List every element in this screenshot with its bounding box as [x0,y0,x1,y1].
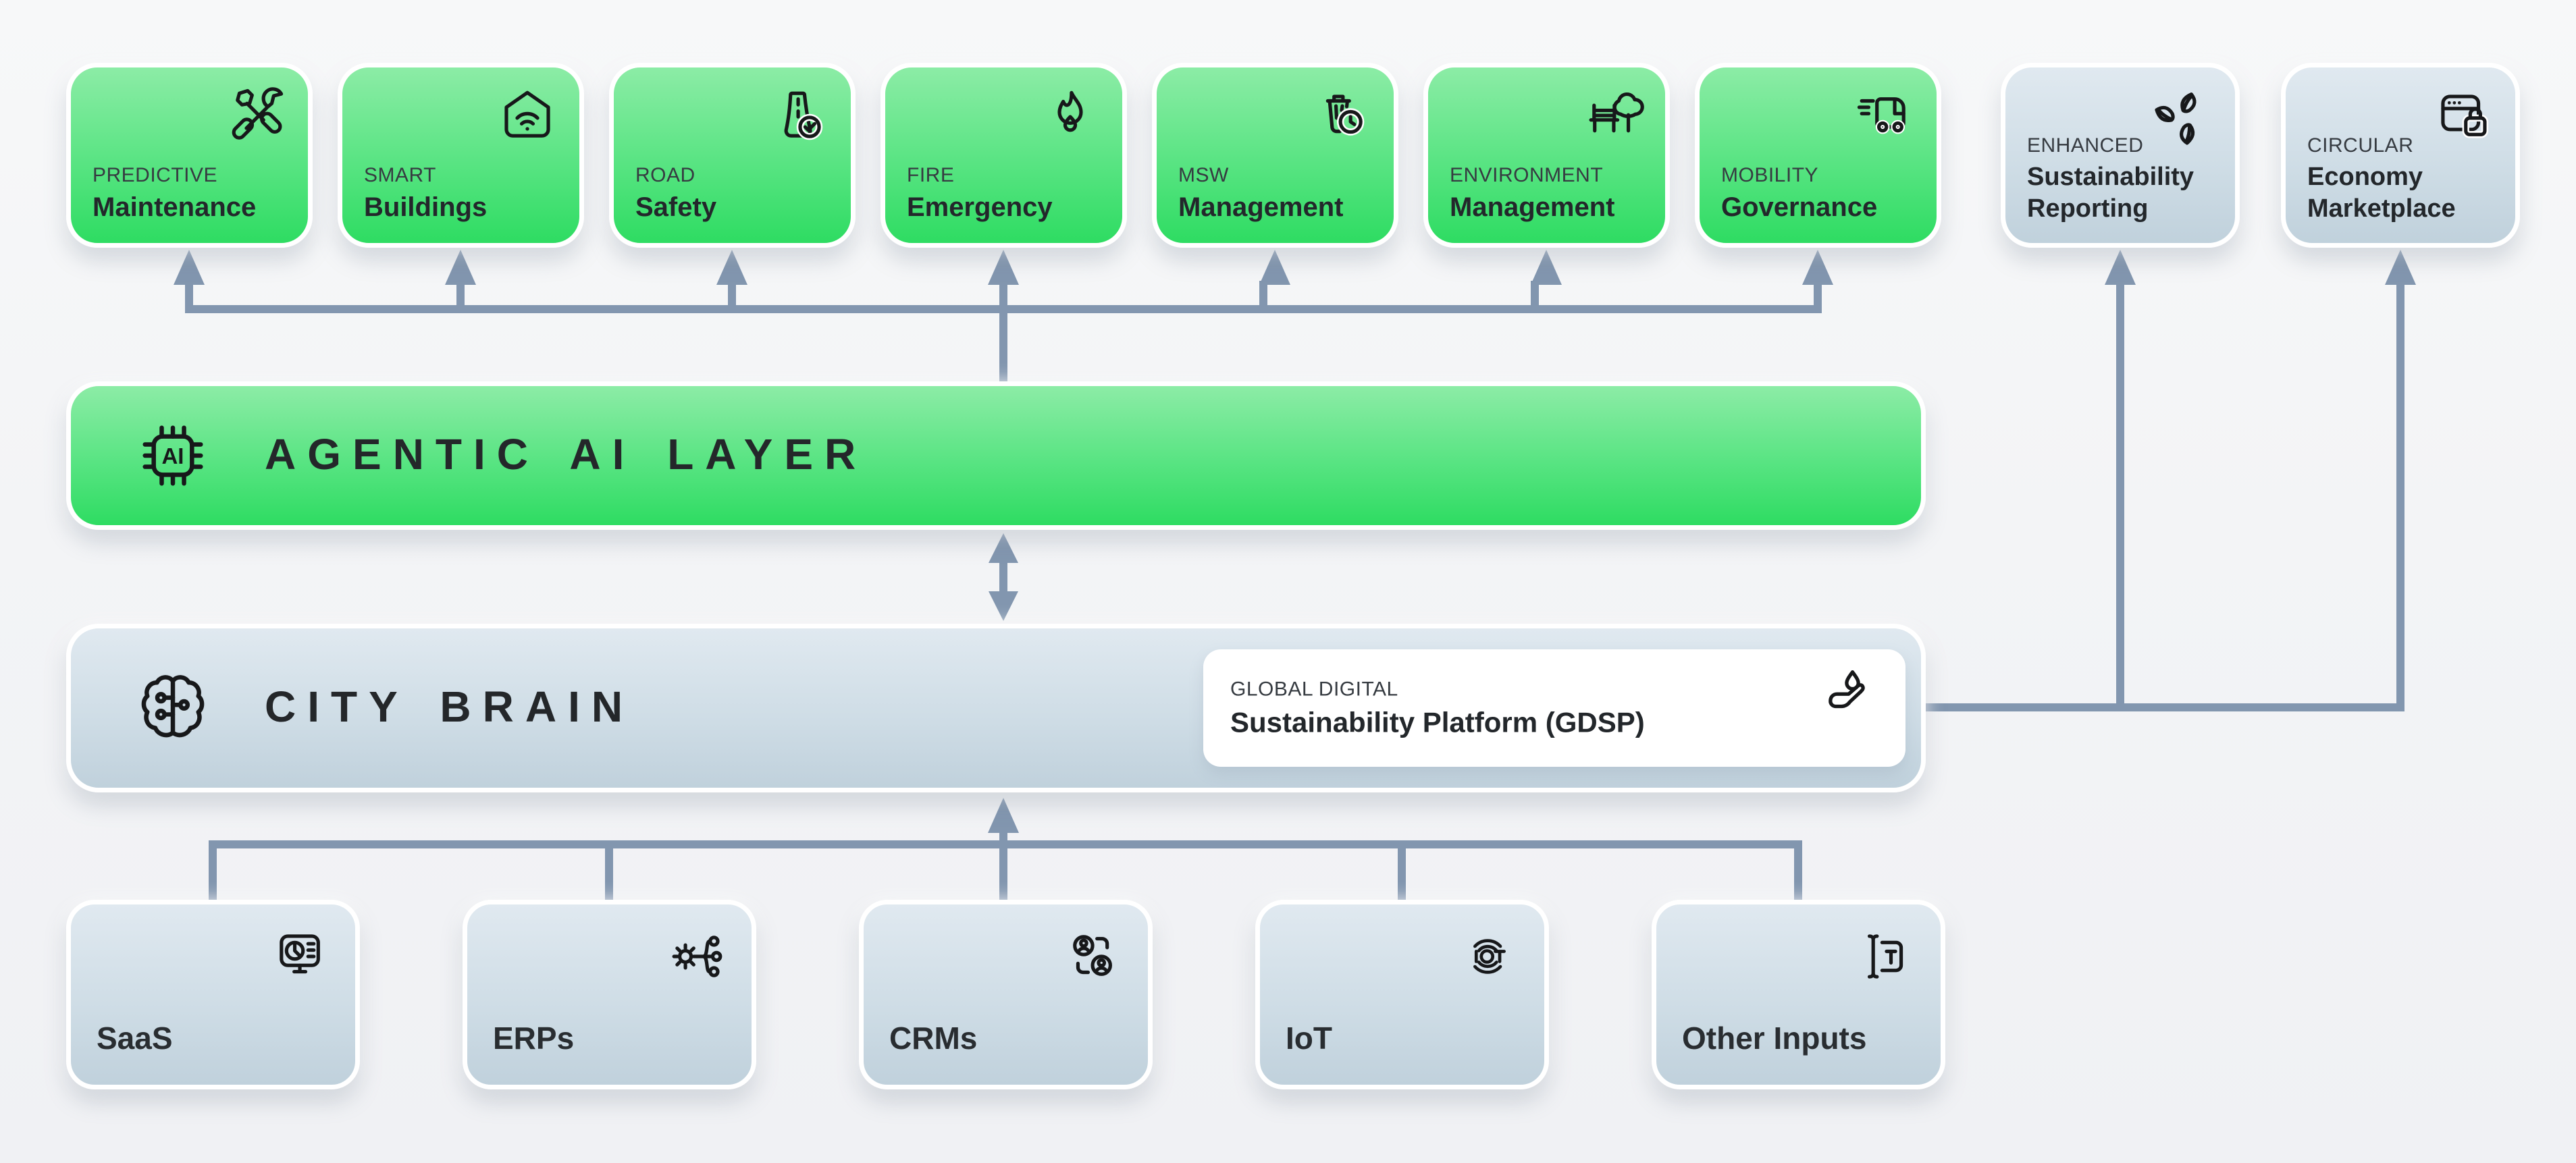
arrowhead-up [1531,250,1562,285]
customers-icon [1073,935,1112,976]
app-box-fire-emergency: FIRE Emergency [880,63,1127,248]
city-brain-title: CITY BRAIN [265,682,635,731]
app-title: Maintenance [93,192,257,223]
gdsp-horizontal-line [1891,703,2404,711]
park-bench-tree-icon [1589,92,1644,133]
dashboard-monitor-icon [280,934,320,974]
app-label: MOBILITY Governance [1721,163,1877,224]
source-label: Other Inputs [1682,1021,1867,1056]
arrowhead-up [716,250,747,285]
ai-to-apps-stem [999,281,1007,381]
arrowhead-up [2385,250,2416,285]
app-label: FIRE Emergency [907,163,1053,224]
source-label: CRMs [889,1021,978,1056]
ai-chip-icon: AI [142,425,203,486]
leaves-icon [2155,92,2197,145]
app-box-mobility-governance: MOBILITY Governance [1695,63,1941,248]
source-label: ERPs [493,1021,575,1056]
ai-citybrain-stem [999,560,1007,593]
gdsp-eyebrow: GLOBAL DIGITAL [1230,678,1398,701]
app-stem [1814,281,1822,312]
app-label: ENVIRONMENT Management [1450,163,1615,224]
iot-signal-icon [1473,939,1506,974]
source-box-other-inputs: Other Inputs [1652,900,1945,1089]
gdsp-panel: GLOBAL DIGITAL Sustainability Platform (… [1203,649,1905,767]
svg-text:AI: AI [161,443,184,468]
gear-network-icon [672,936,722,977]
arrowhead-up [174,250,205,285]
gdsp-label: GLOBAL DIGITAL Sustainability Platform (… [1230,677,1645,740]
app-label: PREDICTIVE Maintenance [93,163,256,224]
app-label: SMART Buildings [364,163,487,224]
arrowhead-up [988,798,1019,833]
app-stem [1531,281,1539,312]
app-stem [456,281,465,312]
source-box-erps: ERPs [463,900,756,1089]
bus-icon [1857,97,1905,134]
hand-droplet-icon [1829,670,1865,709]
flame-icon [1057,90,1083,132]
app-title: Management [1178,192,1344,223]
browser-lock-icon [2441,94,2489,138]
outcome-box-circular-economy-marketplace: CIRCULAR Economy Marketplace [2281,63,2520,248]
gdsp-title: Sustainability Platform (GDSP) [1230,706,1645,738]
source-box-crms: CRMs [859,900,1153,1089]
brain-circuit-icon [141,675,205,738]
source-box-saas: SaaS [66,900,360,1089]
app-stem [185,281,193,312]
source-stem [209,840,217,900]
app-box-msw-management: MSW Management [1152,63,1398,248]
outcome-title: Sustainability Reporting [2027,163,2194,223]
source-stem [1398,844,1406,900]
app-box-predictive-maintenance: PREDICTIVE Maintenance [66,63,313,248]
outcome-eyebrow: CIRCULAR [2307,134,2414,157]
source-box-iot: IoT [1255,900,1549,1089]
arrowhead-up [445,250,476,285]
app-title: Safety [635,192,717,223]
arrowhead-up [2105,250,2136,285]
app-box-environment-management: ENVIRONMENT Management [1423,63,1670,248]
app-eyebrow: SMART [364,163,436,186]
arrowhead-up [1802,250,1833,285]
outcome-label: CIRCULAR Economy Marketplace [2307,133,2476,224]
app-title: Governance [1721,192,1878,223]
app-label: ROAD Safety [635,163,716,224]
app-eyebrow: PREDICTIVE [93,163,218,186]
app-eyebrow: ROAD [635,163,695,186]
smart-home-icon [504,90,550,138]
app-eyebrow: MOBILITY [1721,163,1819,186]
app-eyebrow: MSW [1178,163,1229,186]
outcome-eyebrow: ENHANCED [2027,134,2144,157]
outcome-title: Economy Marketplace [2307,163,2456,223]
source-stem [1794,840,1802,900]
app-box-smart-buildings: SMART Buildings [338,63,584,248]
source-label: IoT [1286,1021,1332,1056]
arrowhead-up [988,250,1019,285]
ai-layer-title: AGENTIC AI LAYER [265,429,868,479]
road-check-icon [784,91,823,140]
source-stem [605,844,613,900]
app-label: MSW Management [1178,163,1344,224]
wrench-screwdriver-icon [232,87,284,140]
app-title: Buildings [364,192,488,223]
app-title: Emergency [907,192,1053,223]
waste-bin-clock-icon [1325,94,1365,136]
app-box-road-safety: ROAD Safety [609,63,856,248]
sources-to-citybrain-stem [999,830,1007,900]
app-title: Management [1450,192,1615,223]
outcome-box-sustainability-reporting: ENHANCED Sustainability Reporting [2001,63,2240,248]
app-eyebrow: ENVIRONMENT [1450,163,1604,186]
app-stem [1259,281,1267,312]
arrowhead-up [989,533,1018,563]
outcome-riser [2396,282,2404,711]
agentic-ai-layer-banner: AI AGENTIC AI LAYER [66,381,1926,530]
app-eyebrow: FIRE [907,163,955,186]
outcome-riser [2116,282,2124,711]
app-stem [728,281,736,312]
text-input-icon [1867,934,1903,979]
outcome-label: ENHANCED Sustainability Reporting [2027,133,2213,224]
arrowhead-down [989,591,1018,621]
source-label: SaaS [97,1021,173,1056]
arrowhead-up [1259,250,1290,285]
